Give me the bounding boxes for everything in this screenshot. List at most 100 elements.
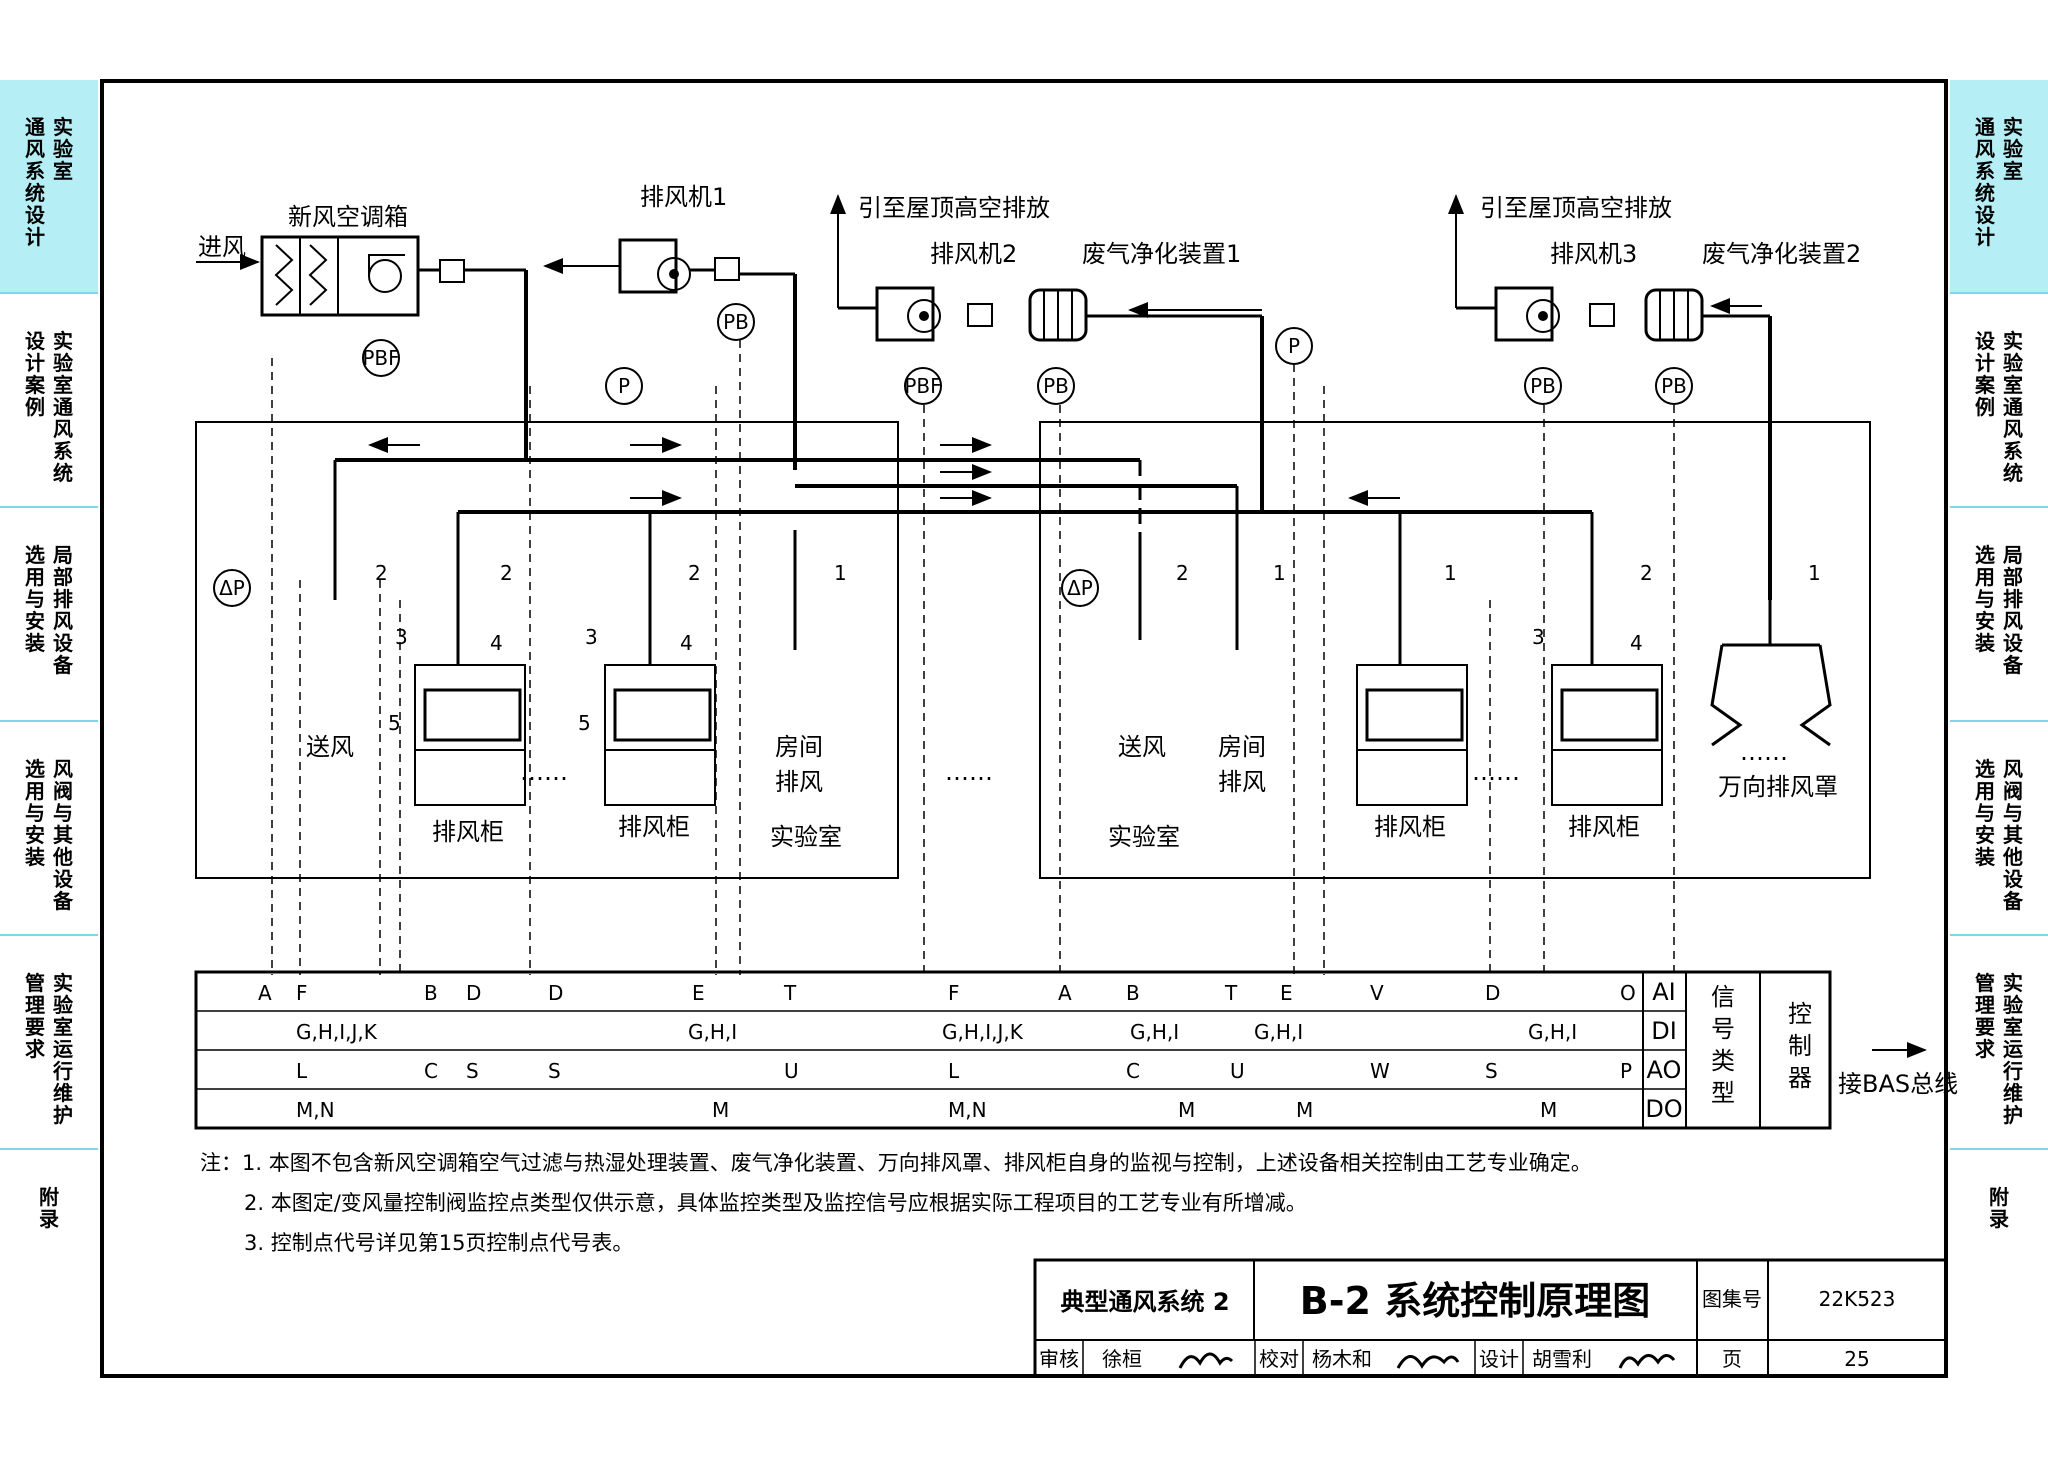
fume-hood-label-2: 排风柜 [618,813,690,841]
sidebar-tab[interactable]: 管理要求实验室运行维护 [1950,936,2048,1150]
sidebar-tab-label: 选用与安装 [1975,757,1995,869]
signal-code: M,N [948,1098,987,1122]
review-label: 审核 [1039,1347,1079,1371]
signal-code: M,N [296,1098,335,1122]
sidebar-tab-label: 风阀与其他设备 [2003,757,2023,913]
svg-text:2: 2 [1176,561,1189,585]
sensor-pbf-fan2: PBF [904,367,942,405]
room-exhaust-label-2a: 房间 [1218,733,1266,761]
signal-code: D [466,981,481,1005]
signal-code: F [296,981,308,1005]
sidebar-tab[interactable]: 选用与安装局部排风设备 [0,508,98,722]
roof2-label: 引至屋顶高空排放 [1480,194,1672,222]
damper-fan3 [1589,303,1615,327]
sidebar-tab-label: 风阀与其他设备 [53,757,73,913]
sidebar-tab[interactable]: 选用与安装风阀与其他设备 [0,722,98,936]
drawing-frame [100,79,1948,1378]
sidebar-tab[interactable]: 选用与安装局部排风设备 [1950,508,2048,722]
check-label: 校对 [1259,1347,1299,1371]
svg-text:P: P [618,374,630,398]
sidebar-right: 通风系统设计实验室设计案例实验室通风系统选用与安装局部排风设备选用与安装风阀与其… [1950,80,2048,1380]
atlas-no: 22K523 [1819,1287,1896,1311]
ellipsis-4: …… [1740,738,1788,766]
damper-fan1 [714,257,740,281]
signal-code: M [1540,1098,1557,1122]
sidebar-tab-label: 设计案例 [25,329,45,419]
signal-code: G,H,I [1254,1020,1303,1044]
svg-text:PBF: PBF [362,346,399,370]
sidebar-tab-label: 选用与安装 [1975,543,1995,655]
svg-text:1: 1 [1808,561,1821,585]
note-1: 注：1. 本图不包含新风空调箱空气过滤与热湿处理装置、废气净化装置、万向排风罩、… [200,1151,1592,1175]
signal-code: T [1224,981,1238,1005]
vertical-char: 号 [1711,1015,1735,1043]
sidebar-left: 通风系统设计实验室设计案例实验室通风系统选用与安装局部排风设备选用与安装风阀与其… [0,80,98,1380]
sidebar-tab-label: 选用与安装 [25,543,45,655]
svg-text:PB: PB [1043,374,1069,398]
sidebar-tab[interactable]: 设计案例实验室通风系统 [0,294,98,508]
sidebar-tab[interactable]: 设计案例实验室通风系统 [1950,294,2048,508]
designer: 胡雪利 [1532,1347,1592,1371]
exhaust-fan-3 [1494,286,1560,342]
svg-text:ΔP: ΔP [219,576,245,600]
title-block [1033,1258,1948,1378]
signal-code: O [1620,981,1636,1005]
system-name: 典型通风系统 2 [1060,1288,1229,1316]
fume-hood-1 [414,664,526,806]
sidebar-tab-label: 附录 [39,1185,59,1231]
sidebar-tab[interactable]: 管理要求实验室运行维护 [0,936,98,1150]
fume-hood-3 [1356,664,1468,806]
ellipsis-2: …… [520,758,568,786]
sidebar-tab-label: 局部排风设备 [53,543,73,677]
fume-hood-label-3: 排风柜 [1374,813,1446,841]
ellipsis-1: …… [945,758,993,786]
supply-label-1: 送风 [306,733,354,761]
sidebar-tab[interactable]: 选用与安装风阀与其他设备 [1950,722,2048,936]
intake-label: 进风 [198,233,246,261]
notes: 注：1. 本图不包含新风空调箱空气过滤与热湿处理装置、废气净化装置、万向排风罩、… [200,1143,1592,1263]
signal-code: F [948,981,960,1005]
fan2-label: 排风机2 [930,240,1017,268]
bas-label: 接BAS总线 [1838,1070,1958,1098]
sidebar-tab-label: 管理要求 [25,971,45,1061]
sensor-pb-fan3: PB [1524,367,1562,405]
vertical-char: 信 [1711,983,1735,1011]
svg-text:PB: PB [723,310,749,334]
signal-code: E [692,981,705,1005]
lab-label-2: 实验室 [1108,823,1180,851]
signal-code: V [1370,981,1384,1005]
sidebar-tab-label: 管理要求 [1975,971,1995,1061]
svg-text:2: 2 [1640,561,1653,585]
sidebar-tab[interactable]: 通风系统设计实验室 [1950,80,2048,294]
purifier2-label: 废气净化装置2 [1702,240,1861,268]
svg-text:PB: PB [1661,374,1687,398]
room-exhaust-label-2b: 排风 [1218,768,1266,796]
type-do: DO [1645,1095,1682,1123]
signal-code: S [548,1059,561,1083]
room-exhaust-label-1b: 排风 [775,768,823,796]
designer-signature [1618,1354,1676,1369]
fume-hood-label-1: 排风柜 [432,818,504,846]
sidebar-tab[interactable]: 附录 [1950,1150,2048,1380]
fan1-label: 排风机1 [640,183,727,211]
sidebar-tab-label: 通风系统设计 [1975,115,1995,249]
sidebar-tab-label: 实验室运行维护 [53,971,73,1127]
ahu-unit [260,235,420,317]
sidebar-tab-label: 设计案例 [1975,329,1995,419]
signal-code: A [1058,981,1072,1005]
purifier1-label: 废气净化装置1 [1082,240,1241,268]
sidebar-tab[interactable]: 通风系统设计实验室 [0,80,98,294]
svg-text:1: 1 [1444,561,1457,585]
page-no: 25 [1844,1347,1869,1371]
vertical-char: 型 [1711,1079,1735,1107]
svg-text:1: 1 [834,561,847,585]
checker-signature [1396,1355,1460,1369]
sidebar-tab[interactable]: 附录 [0,1150,98,1380]
reviewer: 徐桓 [1102,1347,1142,1371]
exhaust-fan-1 [618,238,691,294]
lab-zone-2 [1039,421,1871,879]
note-2: 2. 本图定/变风量控制阀监控点类型仅供示意，具体监控类型及监控信号应根据实际工… [244,1191,1307,1215]
svg-text:5: 5 [578,711,591,735]
svg-text:ΔP: ΔP [1067,576,1093,600]
